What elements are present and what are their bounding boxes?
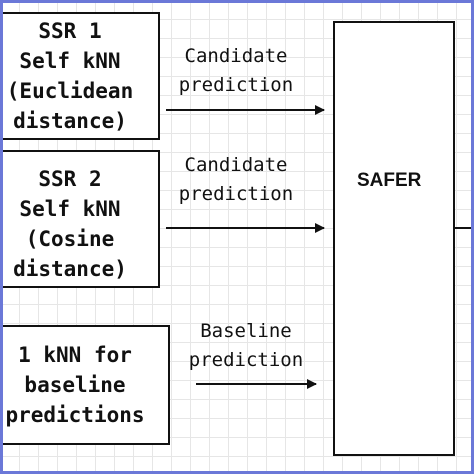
- ssr1-box: [0, 12, 160, 140]
- top-arrow-label-line2: prediction: [178, 74, 294, 96]
- safer-label: SAFER: [357, 170, 422, 191]
- ssr2-line1: SSR 2: [38, 167, 102, 191]
- baseline-box-line1: 1 kNN for: [18, 343, 132, 367]
- mid-arrow-label-line2: prediction: [178, 183, 294, 205]
- baseline-box-line3: predictions: [5, 403, 145, 427]
- ssr2-line2: Self kNN: [19, 197, 121, 221]
- bottom-arrow-label-line1: Baseline: [200, 320, 292, 342]
- ssr1-line2: Self kNN: [19, 49, 121, 73]
- safer-box: [333, 21, 455, 456]
- ssr2-box: [0, 150, 160, 288]
- baseline-box-line2: baseline: [24, 373, 126, 397]
- bottom-arrow-label-line2: prediction: [188, 349, 304, 371]
- ssr1-line1: SSR 1: [38, 19, 102, 43]
- top-arrow-label-line1: Candidate: [184, 45, 288, 67]
- ssr1-line4: distance): [13, 109, 127, 133]
- ssr2-line4: distance): [13, 257, 127, 281]
- ssr2-line3: (Cosine: [25, 227, 115, 251]
- mid-arrow-label-line1: Candidate: [184, 154, 288, 176]
- ssr1-line3: (Euclidean: [6, 79, 134, 103]
- baseline-knn-box: [0, 325, 170, 445]
